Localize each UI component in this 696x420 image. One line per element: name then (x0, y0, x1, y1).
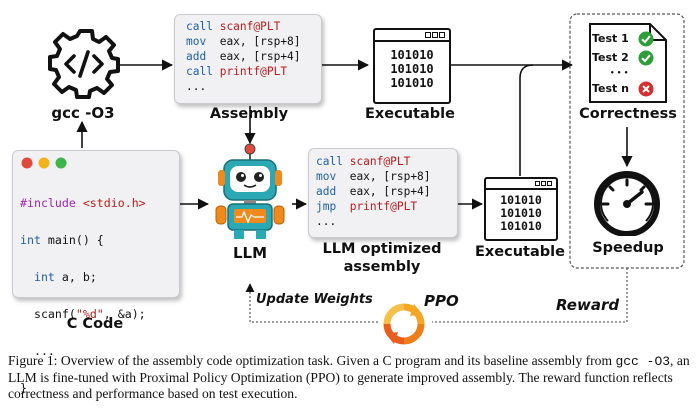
executable-mid-label: Executable (475, 244, 565, 260)
caption-part2: , an LLM is fine-tuned with Proximal Pol… (8, 353, 690, 401)
test-row: Test 1 (592, 30, 664, 49)
test-label: Test 1 (592, 32, 629, 45)
llm-assembly-panel (308, 148, 458, 238)
caption-part1: Figure 1: Overview of the assembly code … (8, 353, 616, 368)
test-row: Test n (592, 80, 664, 99)
binary-line: 101010 (500, 193, 542, 207)
speedometer-icon (594, 171, 660, 236)
asm-op: add (316, 185, 337, 198)
check-icon (638, 31, 654, 47)
reward-label: Reward (556, 296, 620, 314)
assembly-line: call scanf@PLT (316, 154, 431, 169)
c-code-panel (12, 150, 180, 298)
asm-op: call (186, 20, 213, 33)
assembly-line: add eax, [rsp+4] (316, 184, 431, 199)
figure-caption: Figure 1: Overview of the assembly code … (8, 353, 692, 402)
assembly-line: mov eax, [rsp+8] (316, 169, 431, 184)
asm-op: ... (186, 80, 207, 93)
binary-line: 101010 (390, 76, 434, 90)
check-icon (638, 50, 654, 66)
test-row: • • • (610, 69, 629, 77)
assembly-line: ... (316, 214, 431, 229)
ppo-label: PPO (424, 292, 459, 310)
asm-arg: eax, [rsp+8] (219, 35, 301, 48)
c-code-label: C Code (66, 316, 124, 332)
llm-optimized-line1: LLM optimized (322, 241, 442, 257)
update-weights-label: Update Weights (256, 292, 373, 307)
c-code: #include <stdio.h> int main() { int a, b… (20, 195, 146, 395)
caption-code: gcc -O3 (615, 354, 671, 369)
binary-line: 101010 (500, 219, 542, 233)
test-label: Test n (592, 82, 629, 95)
asm-op: mov (316, 170, 337, 183)
test-row: Test 2 (592, 49, 664, 68)
assembly-line: ... (186, 79, 301, 94)
assembly-line: call printf@PLT (186, 64, 301, 79)
llm-label: LLM (232, 244, 268, 262)
asm-arg: printf@PLT (349, 200, 418, 213)
executable-top-label: Executable (365, 106, 455, 122)
asm-arg: scanf@PLT (349, 155, 411, 168)
asm-op: jmp (316, 200, 337, 213)
asm-arg: eax, [rsp+4] (219, 50, 301, 63)
connectors (76, 13, 685, 323)
gcc-label: gcc -O3 (51, 104, 115, 122)
cross-icon (638, 81, 654, 97)
asm-arg: eax, [rsp+8] (349, 170, 431, 183)
executable-top-icon: 101010 101010 101010 (373, 28, 451, 104)
binary-line: 101010 (390, 62, 434, 76)
asm-op: ... (316, 215, 337, 228)
test-list: Test 1 Test 2 • • • Test n (592, 30, 664, 99)
gear-code-icon (48, 29, 120, 99)
asm-arg: eax, [rsp+4] (349, 185, 431, 198)
binary-line: 101010 (390, 48, 434, 62)
asm-arg: scanf@PLT (219, 20, 281, 33)
test-label: Test 2 (592, 51, 629, 64)
assembly-line: mov eax, [rsp+8] (186, 34, 301, 49)
speedup-label: Speedup (592, 240, 664, 256)
asm-op: call (186, 65, 213, 78)
executable-mid-icon: 101010 101010 101010 (484, 177, 558, 241)
cycle-icon (383, 303, 425, 345)
assembly-line: jmp printf@PLT (316, 199, 431, 214)
asm-op: call (316, 155, 343, 168)
assembly-line: call scanf@PLT (186, 19, 301, 34)
asm-arg: printf@PLT (219, 65, 288, 78)
robot-icon (215, 143, 285, 239)
binary-line: 101010 (500, 206, 542, 220)
correctness-label: Correctness (579, 106, 677, 122)
assembly-label: Assembly (209, 106, 289, 122)
window-dots (21, 157, 67, 169)
asm-op: mov (186, 35, 207, 48)
assembly-panel (174, 14, 322, 104)
assembly-line: add eax, [rsp+4] (186, 49, 301, 64)
asm-op: add (186, 50, 207, 63)
llm-optimized-label: LLM optimized assembly (300, 240, 464, 276)
llm-optimized-line2: assembly (343, 259, 421, 275)
